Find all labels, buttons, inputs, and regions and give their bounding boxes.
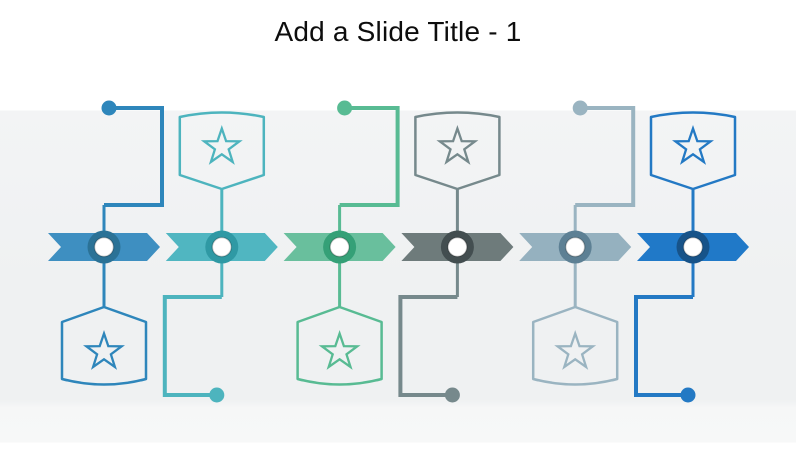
connector-dot-3 bbox=[337, 100, 353, 116]
badge-bottom-5[interactable] bbox=[531, 305, 619, 386]
milestone-circle-center-5 bbox=[564, 236, 586, 258]
star-icon bbox=[318, 329, 361, 370]
badge-shape-3 bbox=[296, 305, 383, 386]
connector-bottom-2[interactable] bbox=[162, 295, 225, 403]
milestone-circle-center-6 bbox=[682, 236, 704, 258]
star-icon bbox=[554, 329, 597, 370]
connector-dot-5 bbox=[572, 100, 588, 116]
star-icon bbox=[672, 124, 714, 165]
milestone-circle-center-2 bbox=[211, 236, 233, 258]
milestone-circle-2[interactable] bbox=[205, 230, 239, 264]
badge-bottom-1[interactable] bbox=[60, 305, 148, 386]
connector-line-3 bbox=[339, 106, 400, 207]
badge-top-6[interactable] bbox=[649, 111, 737, 191]
star-icon bbox=[200, 124, 243, 165]
slide-title-text: Add a Slide Title - 1 bbox=[274, 16, 522, 47]
star-icon bbox=[83, 329, 125, 370]
milestone-5 bbox=[519, 100, 636, 386]
milestone-circle-center-1 bbox=[93, 236, 115, 258]
badge-bottom-3[interactable] bbox=[296, 305, 383, 386]
badge-shape-1 bbox=[60, 305, 148, 386]
connector-top-3[interactable] bbox=[337, 100, 400, 207]
badge-shape-2 bbox=[178, 111, 266, 191]
milestone-3 bbox=[283, 100, 400, 386]
badge-top-4[interactable] bbox=[414, 111, 501, 191]
badge-shape-5 bbox=[531, 305, 619, 386]
connector-line-6 bbox=[634, 295, 693, 397]
connector-top-5[interactable] bbox=[572, 100, 636, 207]
connector-dot-2 bbox=[209, 387, 225, 403]
milestone-circle-4[interactable] bbox=[440, 230, 474, 264]
connector-top-1[interactable] bbox=[101, 100, 164, 207]
milestone-4 bbox=[398, 111, 514, 403]
connector-line-2 bbox=[162, 295, 222, 397]
milestone-circle-1[interactable] bbox=[87, 230, 121, 264]
connector-line-5 bbox=[575, 106, 636, 207]
badge-shape-6 bbox=[649, 111, 737, 191]
star-icon bbox=[436, 124, 479, 165]
badge-shape-4 bbox=[414, 111, 501, 191]
milestone-circle-center-3 bbox=[329, 236, 350, 258]
milestone-2 bbox=[162, 111, 278, 403]
connector-dot-4 bbox=[444, 387, 460, 403]
connector-bottom-6[interactable] bbox=[634, 295, 696, 403]
milestone-circle-6[interactable] bbox=[676, 230, 710, 264]
milestone-circle-center-4 bbox=[447, 236, 468, 258]
milestone-circle-3[interactable] bbox=[323, 230, 357, 264]
badge-top-2[interactable] bbox=[178, 111, 266, 191]
connector-line-1 bbox=[104, 106, 164, 207]
connector-line-4 bbox=[398, 295, 458, 397]
milestone-1 bbox=[48, 100, 164, 386]
slide-title[interactable]: Add a Slide Title - 1 bbox=[0, 16, 796, 48]
connector-bottom-4[interactable] bbox=[398, 295, 460, 403]
connector-dot-6 bbox=[680, 387, 696, 403]
connector-dot-1 bbox=[101, 100, 117, 116]
milestone-6 bbox=[634, 111, 749, 403]
milestone-circle-5[interactable] bbox=[558, 230, 592, 264]
